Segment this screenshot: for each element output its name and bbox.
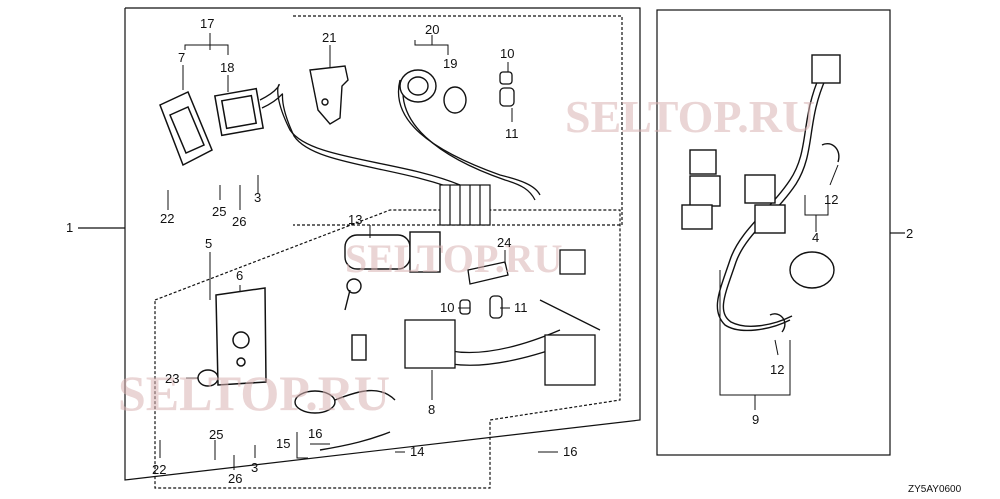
- part-13-ignition: [344, 231, 441, 311]
- part-24-clamp: [467, 261, 509, 285]
- callout-11b: 11: [514, 300, 528, 315]
- callout-22a: 22: [160, 211, 174, 226]
- callout-3b: 3: [251, 460, 258, 475]
- callout-14: 14: [410, 444, 424, 459]
- callout-18: 18: [220, 60, 234, 75]
- callout-23: 23: [165, 371, 179, 386]
- part-2-harness: [681, 54, 841, 333]
- callout-3a: 3: [254, 190, 261, 205]
- callout-22b: 22: [152, 462, 166, 477]
- part-20-buzzer: [399, 69, 467, 114]
- callout-11a: 11: [505, 126, 519, 141]
- callout-16a: 16: [308, 426, 322, 441]
- callout-2: 2: [906, 226, 913, 241]
- part-18-switch: [213, 87, 265, 137]
- diagram-reference: ZY5AY0600: [908, 484, 962, 495]
- part-10-11-small: [459, 71, 515, 319]
- callout-25a: 25: [212, 204, 226, 219]
- watermark-bottom-left: SELTOP.RU: [118, 365, 390, 421]
- part-7-plate: [159, 90, 213, 167]
- callout-12a: 12: [824, 192, 838, 207]
- assembly-frame-1: [124, 7, 641, 481]
- callout-19: 19: [443, 56, 457, 71]
- callout-10a: 10: [500, 46, 514, 61]
- callout-12b: 12: [770, 362, 784, 377]
- callout-26b: 26: [228, 471, 242, 486]
- connector-bundle-top: [439, 184, 491, 226]
- part-14-choke: [294, 334, 396, 451]
- callout-8: 8: [428, 402, 435, 417]
- callout-24: 24: [497, 235, 511, 250]
- callout-20: 20: [425, 22, 439, 37]
- part-6-panel: [215, 287, 267, 386]
- callout-25b: 25: [209, 427, 223, 442]
- part-21-bracket: [309, 65, 349, 125]
- harness-wires: [259, 79, 541, 201]
- switch-box: [154, 209, 621, 489]
- watermark-center: SELTOP.RU: [345, 236, 563, 281]
- callout-26a: 26: [232, 214, 246, 229]
- callout-17: 17: [200, 16, 214, 31]
- watermark-top-right: SELTOP.RU: [565, 91, 815, 142]
- callout-10b: 10: [440, 300, 454, 315]
- callout-15: 15: [276, 436, 290, 451]
- callout-16b: 16: [563, 444, 577, 459]
- callout-4: 4: [812, 230, 819, 245]
- callout-6: 6: [236, 268, 243, 283]
- callout-9: 9: [752, 412, 759, 427]
- callout-1: 1: [66, 220, 73, 235]
- part-8-harness: [404, 249, 601, 386]
- callout-21: 21: [322, 30, 336, 45]
- callout-7: 7: [178, 50, 185, 65]
- callout-5: 5: [205, 236, 212, 251]
- callout-13: 13: [348, 212, 362, 227]
